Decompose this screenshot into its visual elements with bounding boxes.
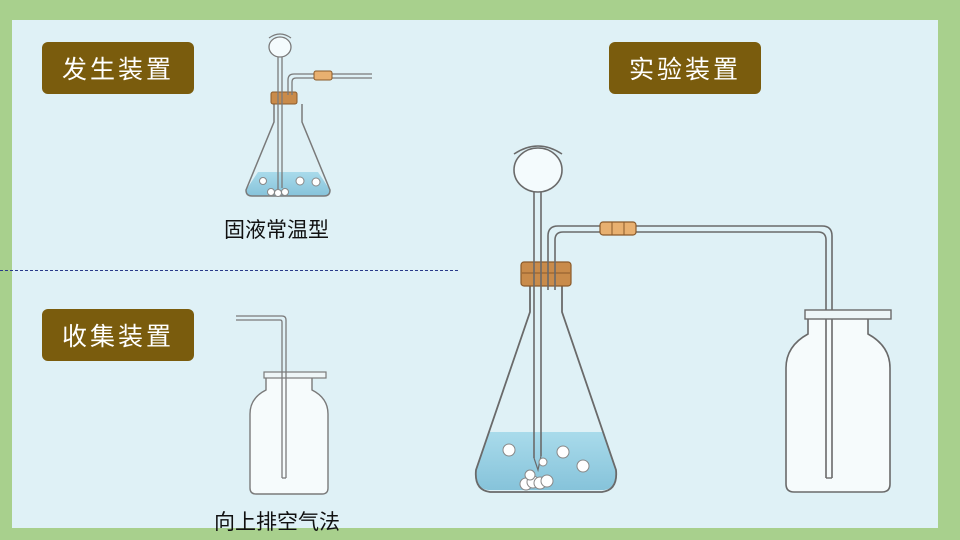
small-delivery-tube	[287, 73, 372, 95]
content-panel	[12, 20, 938, 528]
generation-apparatus-badge: 发生装置	[42, 42, 194, 94]
large-bottle-lid	[804, 309, 892, 320]
small-collection-tube	[236, 315, 287, 478]
generation-type-caption: 固液常温型	[224, 218, 329, 242]
section-divider	[0, 270, 458, 271]
small-tube-clamp	[313, 70, 333, 81]
large-tube-clamp	[599, 221, 637, 236]
large-gas-bottle-apparatus	[785, 309, 892, 493]
small-flask-apparatus	[245, 33, 372, 197]
small-funnel-bulb	[268, 36, 292, 58]
large-flask-stopper	[520, 261, 572, 287]
large-gas-bottle	[785, 318, 891, 493]
collection-method-caption: 向上排空气法	[214, 510, 340, 534]
small-flask-stopper	[270, 91, 298, 105]
collection-apparatus-badge: 收集装置	[42, 309, 194, 361]
small-bottle-lid	[263, 371, 327, 379]
large-flask-apparatus	[474, 145, 833, 493]
small-conical-flask	[245, 104, 331, 197]
small-gas-bottle	[249, 378, 329, 495]
large-conical-flask	[474, 286, 618, 493]
experiment-apparatus-badge: 实验装置	[609, 42, 761, 94]
large-funnel-bulb	[513, 147, 563, 193]
large-delivery-tube	[547, 225, 833, 478]
small-gas-bottle-apparatus	[236, 315, 329, 495]
